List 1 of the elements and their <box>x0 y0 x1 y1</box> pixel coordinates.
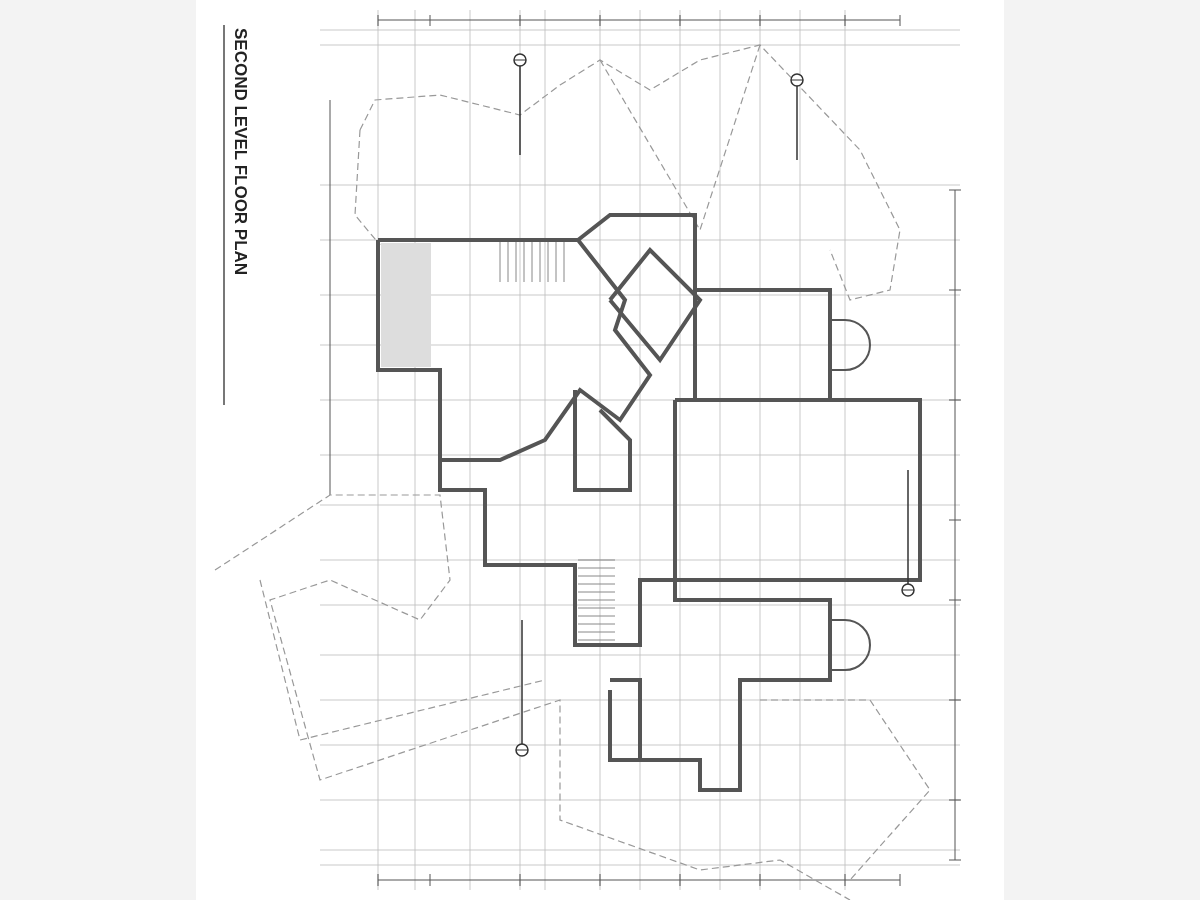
plan-title: SECOND LEVEL FLOOR PLAN <box>230 28 250 278</box>
